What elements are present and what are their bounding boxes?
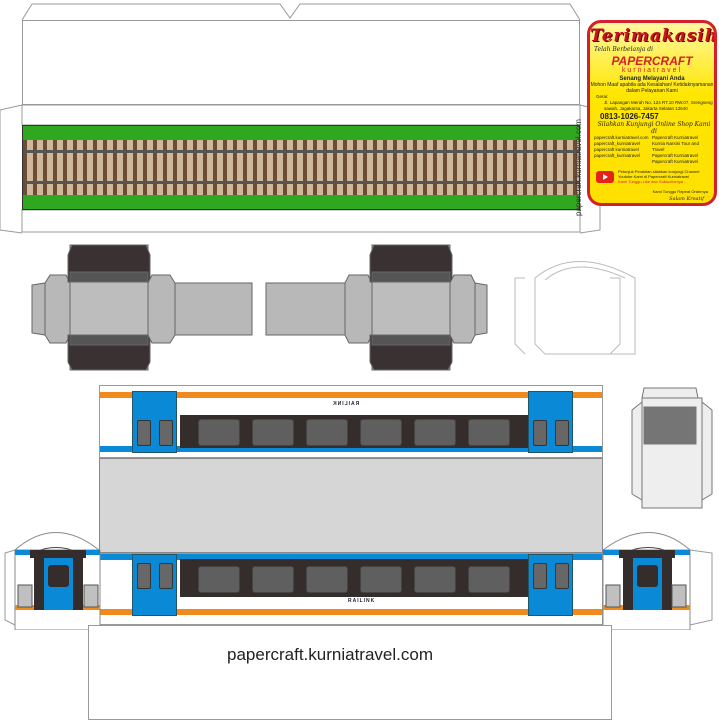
footer-url: papercraft.kurniatravel.com [227,645,433,664]
window [468,566,510,593]
rail-bottom [23,181,579,184]
car-side-upper: RAILINK [99,385,603,458]
door [132,554,177,616]
gravel-bed [23,140,579,195]
shop-item: Papercraft Kurniatravel [652,153,699,158]
wait-text: Kami Tunggu Repeat Ordernya [652,189,708,194]
end-face-right [602,532,713,630]
card-subtitle: Telah Berbelanja di [594,46,654,53]
roof-tabs [0,3,601,234]
end-face-left [14,532,101,630]
apology: Mohon Maaf apabila ada Kesalahan/ Ketida… [590,82,714,94]
window [198,419,240,446]
visit-text: Silahkan Kunjungi Online Shop Kami di [597,121,711,135]
rail-top [23,150,579,153]
roof-panel [99,458,603,553]
youtube-icon [596,171,614,183]
window-band [180,559,528,597]
card-title: Terimakasih [590,26,717,46]
address-label: Gerai: [596,94,609,99]
greeting: Senang Melayani Anda [619,76,685,82]
window [360,566,402,593]
car-side-lower: RAILINK [99,553,603,625]
orange-stripe [100,609,602,615]
window [414,566,456,593]
address: Jl. Lapangan Merah No. 124 RT.10 RW.07, … [604,100,713,111]
door [528,554,573,616]
window [252,566,294,593]
shop-item: Papercraft Kurniatravel [652,159,699,164]
bogie-right [265,244,488,371]
end-cap-outline [514,261,636,355]
flap-text-right: papercraft.kurniatravel.com [573,119,583,216]
underfloor-piece [631,387,713,509]
bogie-pieces [31,244,488,371]
brand-logo: PAPERCRAFT [611,54,693,68]
window [306,419,348,446]
youtube-text: Petunjuk Perakitan silahkan kunjungi Cha… [618,169,700,179]
end-faces [4,532,713,630]
window [468,419,510,446]
brand-sub: kurniatravel [621,67,683,74]
shop-item: papercraft_kurniatravel [594,153,641,158]
floor-panel [88,625,612,720]
door [528,391,573,453]
shop-item: Kurnia Narsini Tour and Travel [652,141,699,152]
door [132,391,177,453]
flap-text-left: papercraft.kurniatravel.com [0,119,1,216]
end-cap-pieces [514,261,713,509]
shop-item: Papercraft Kurniatravel [652,135,699,140]
phone: 0813-1026-7457 [600,112,659,121]
shop-item: papercraft kurniatravel [594,147,639,152]
window [360,419,402,446]
railink-logo-mirrored: RAILINK [332,401,360,407]
shop-item: papercraft_kurniatravel [594,141,641,146]
shop-item: papercraft.kurniatravel.com [594,135,649,140]
blue-stripe [100,446,602,452]
window [252,419,294,446]
thank-you-card: Terimakasih Telah Berbelanja di PAPERCRA… [587,20,717,206]
orange-stripe [100,392,602,398]
window [198,566,240,593]
window [306,566,348,593]
youtube-cta: Kami Tunggu Like dan Subscribenya [618,179,684,184]
track-band [22,125,580,210]
signature: Salam Kreatif [669,196,704,202]
blue-stripe [100,554,602,560]
railink-logo: RAILINK [348,598,376,604]
window-band [180,415,528,448]
bogie-left [31,244,253,371]
window [414,419,456,446]
